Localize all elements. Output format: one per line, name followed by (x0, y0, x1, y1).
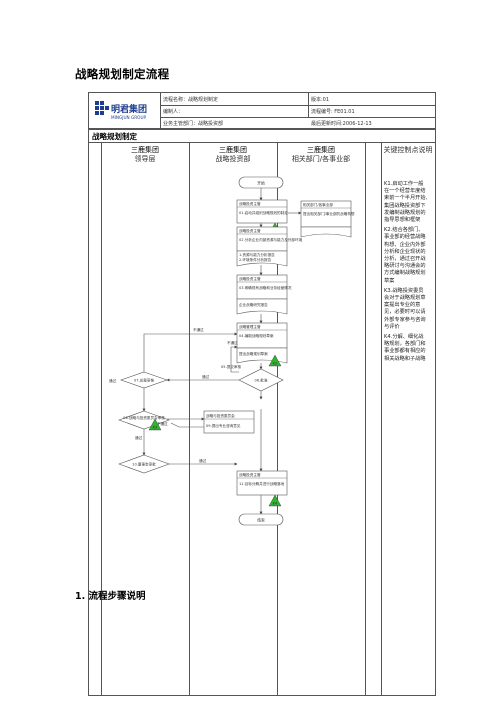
header-row-line (160, 105, 435, 106)
arrow (230, 345, 239, 373)
note-k2: K2.结合各部门、事业部的经营战略构想、企业内外部分析和企业现状的分析，通过召开… (384, 227, 426, 284)
doc-header-table: 明君集团 MINGJUN GROUP 流程名称：战略规划制定 版本:01 编制人… (88, 92, 436, 130)
last-updated: 最后更新时间:2006-12-13 (311, 121, 372, 127)
start-label: 开始 (257, 181, 265, 186)
step-09-box (203, 410, 255, 434)
dept-doc (300, 226, 352, 238)
step-10-diamond (118, 454, 170, 474)
step-02-label: 02.分析企业内部资源与能力及外部环境 (239, 237, 303, 242)
lane-header-notes: 关键控制点说明 (383, 146, 433, 154)
svg-text:K4: K4 (273, 502, 278, 506)
page-title: 战略规划制定流程 (75, 67, 170, 81)
lane-divider (365, 142, 366, 695)
svg-text:K2: K2 (273, 362, 278, 366)
key-point-icon (148, 418, 162, 431)
fail-label: 不通过 (157, 421, 168, 426)
lane-divider (101, 142, 102, 695)
step-10-label: 10.董事会审批 (132, 462, 156, 467)
dept-box (300, 200, 352, 228)
fail-label: 不通过 (193, 327, 204, 332)
lane-header-leadership: 三鹿集团领导层 (131, 146, 159, 163)
step-03-label: 03.明确现有战略和业务经营情况 (239, 285, 292, 290)
lane-header-departments: 三鹿集团相关部门/各事业部 (291, 146, 351, 163)
flow-diagram: 开始 战略投资主管 01.启动并组织战略规划的制定 K1 相关部门/各事业部 提… (109, 176, 355, 526)
step-08-label: 08.战略与投资委员会审核 (123, 415, 165, 420)
step-02-box (236, 226, 288, 252)
key-control-notes: K1.启动工作一般在一个经营年度结束前一个半月开始,集团战略投资部下发编制战略规… (384, 181, 428, 366)
logo-mark-icon: 明君集团 MINGJUN GROUP (95, 101, 147, 120)
note-k4: K4.分解、细化战略规划，各部门和事业部都有相应的相关战略和子战略 (384, 334, 426, 362)
step-01-label: 01.启动并组织战略规划的制定 (239, 210, 288, 215)
step-02-role: 战略投资主管 (239, 228, 261, 233)
lane-divider (189, 142, 190, 695)
end-label: 结束 (257, 518, 265, 523)
step-04-box (236, 322, 288, 349)
svg-text:K3: K3 (153, 426, 158, 430)
flowchart-title: 战略规划制定 (92, 132, 137, 141)
step-03-role: 战略投资主管 (239, 276, 261, 281)
pass-label: 通过 (135, 435, 143, 440)
step-06-label: 06.批准 (255, 378, 268, 383)
step-01-role: 战略投资主管 (239, 201, 261, 206)
key-point-icon (268, 354, 282, 367)
step-08-diamond (118, 410, 170, 430)
owner-department: 业务主管部门：战略投资部 (163, 121, 224, 127)
step-02-doc (236, 250, 288, 267)
header-row-line (160, 117, 435, 118)
dept-label: 提出相关部门/事业部的战略构想 (303, 211, 355, 216)
pass-label: 通过 (202, 374, 210, 379)
company-logo: 明君集团 MINGJUN GROUP (89, 93, 161, 129)
note-k1: K1.启动工作一般在一个经营年度结束前一个半月开始,集团战略投资部下发编制战略规… (384, 181, 428, 224)
logo-subtext: MINGJUN GROUP (111, 115, 147, 120)
doc-4: 提出战略规划草案 (239, 351, 268, 356)
step-04-role: 战略管理主管 (239, 324, 261, 329)
pass-label: 通过 (199, 458, 207, 463)
process-name: 流程名称：战略规划制定 (163, 97, 219, 103)
step-01-box (236, 199, 288, 224)
header-col-line (308, 93, 309, 117)
step-03-doc (236, 298, 288, 315)
arrow (143, 332, 238, 372)
step-06-diamond (238, 368, 284, 392)
step-07-label: 07.总裁审核 (134, 378, 154, 383)
key-point-icon (268, 494, 282, 507)
doc-3: 企业战略研究报告 (239, 302, 268, 307)
doc-1: 1.资源与能力分析报告 (239, 252, 275, 257)
step-04-label: 04.编制战略规划草案 (239, 333, 274, 338)
dept-role: 相关部门/各事业部 (303, 202, 333, 207)
lane-header-strategy: 三鹿集团战略投资部 (215, 146, 251, 163)
step-09-label: 09.提出专业咨询意见 (206, 423, 241, 428)
version: 版本:01 (311, 97, 330, 103)
section-heading: 1. 流程步骤说明 (75, 591, 146, 602)
note-k3: K3.战略投资委员会对于战略规划草案提出专业的意见，必要时可以请外部专家参与咨询… (384, 287, 426, 330)
fail-label: 不通过 (227, 340, 238, 345)
step-03-box (236, 274, 288, 300)
step-07-diamond (120, 371, 168, 389)
doc-2: 2.环境条件分析报告 (239, 257, 272, 262)
step-11-role: 战略投资主管 (239, 472, 261, 477)
start-node (238, 176, 284, 189)
step-09-role: 战略与投资委员会 (206, 413, 235, 418)
pass-label: 通过 (109, 378, 117, 383)
step-11-label: 11.目标分解并进行战略落地 (239, 481, 285, 486)
logo-text: 明君集团 (111, 103, 147, 115)
step-05-label: 05.提交审核 (221, 364, 241, 369)
lane-divider (277, 142, 278, 695)
end-node (238, 513, 284, 526)
flowchart-table: 战略规划制定 三鹿集团领导层 三鹿集团战略投资部 三鹿集团相关部门/各事业部 关… (88, 128, 436, 696)
title-separator (89, 142, 435, 143)
doc-number: 流程编号: FE01.01 (311, 109, 355, 115)
drafter: 编制人： (163, 109, 184, 115)
step-11-box (236, 470, 288, 496)
lane-divider (381, 142, 382, 695)
